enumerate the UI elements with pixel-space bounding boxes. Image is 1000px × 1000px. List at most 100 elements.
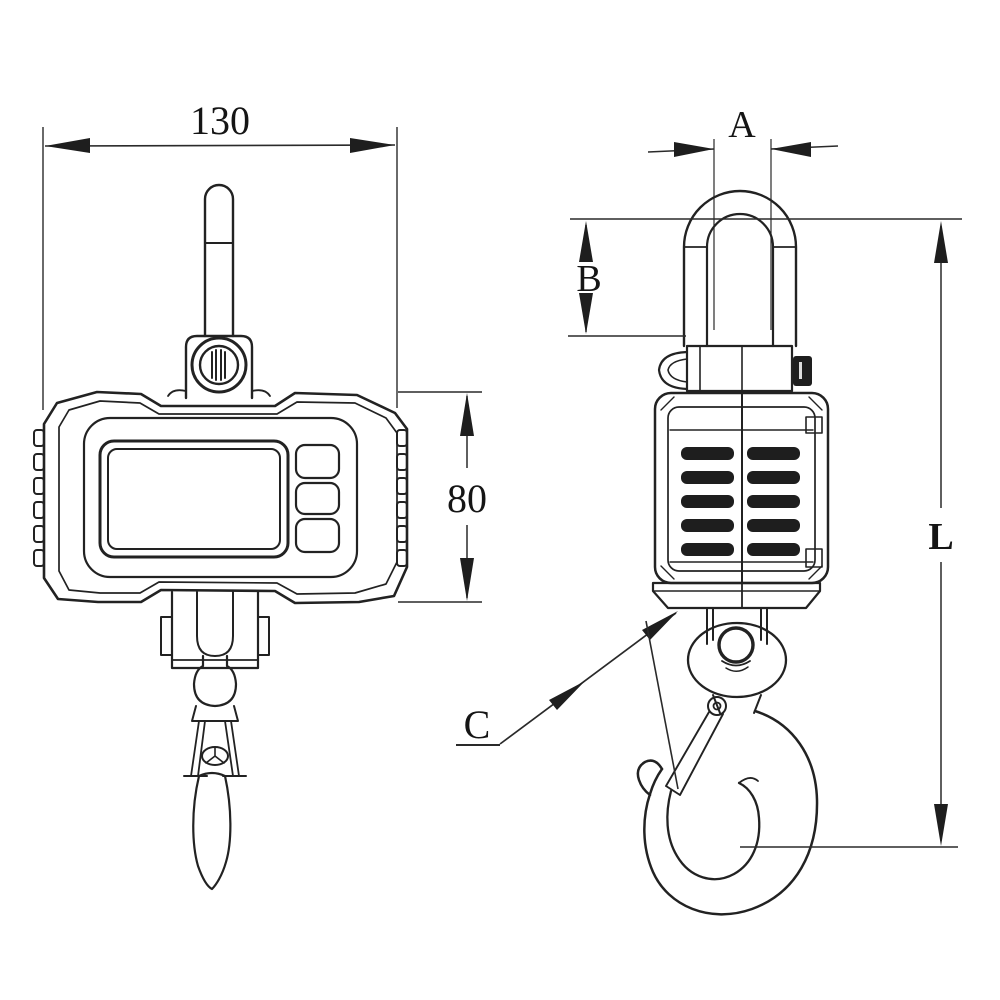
front-clevis-tab-left <box>160 616 173 656</box>
grip-notch <box>33 525 45 543</box>
side-latch <box>665 696 727 796</box>
vent-slot <box>747 447 800 460</box>
side-view: A B <box>456 104 962 916</box>
vent-slot <box>747 471 800 484</box>
side-pin-nut <box>793 356 812 386</box>
dim-L-arrow-bottom <box>934 804 948 846</box>
dim-L: L <box>740 221 958 848</box>
front-view: 130 <box>33 98 487 891</box>
grip-notch <box>396 429 408 447</box>
front-pin-head-knurl <box>211 349 226 381</box>
vent-slot <box>681 543 734 556</box>
vent-slot <box>681 447 734 460</box>
grip-notch <box>396 453 408 471</box>
side-body-clip-bottom <box>805 548 823 568</box>
front-grip-right <box>396 429 408 567</box>
latch-pivot-outer <box>707 696 727 716</box>
dim-A-arrow-left <box>674 142 714 157</box>
dim-80-label: 80 <box>447 476 487 521</box>
side-plate-outline <box>651 581 822 610</box>
front-pin-head-outer <box>190 336 248 394</box>
hook-bill-tip <box>636 759 664 797</box>
side-pin <box>657 344 812 393</box>
dim-80-arrow-bottom <box>460 558 474 601</box>
front-clevis-tab-right <box>257 616 270 656</box>
hook-inner-curl <box>738 777 759 784</box>
front-hook-collar <box>191 705 239 722</box>
vent-slot <box>681 519 734 532</box>
latch-arm <box>665 711 724 796</box>
grip-notch <box>33 429 45 447</box>
grip-notch <box>396 549 408 567</box>
vent-slot <box>681 471 734 484</box>
dim-A-label: A <box>728 104 756 146</box>
side-pin-cap-left <box>657 350 689 391</box>
dim-B: B <box>568 218 962 337</box>
side-shackle-inner <box>705 212 775 348</box>
latch-pivot-inner <box>712 701 722 711</box>
front-hook <box>160 590 270 891</box>
grip-notch <box>33 549 45 567</box>
side-body <box>653 391 830 585</box>
vent-slot <box>747 519 800 532</box>
lcd-screen <box>107 448 281 550</box>
lcd-bezel <box>98 439 290 559</box>
dim-130-label: 130 <box>190 98 250 143</box>
front-body-outline <box>42 390 409 605</box>
front-pin-mount <box>167 334 271 400</box>
grip-notch <box>33 477 45 495</box>
side-pin-nut-slot <box>799 362 802 379</box>
side-body-clip-top <box>805 416 823 434</box>
side-body-vents <box>681 447 800 556</box>
dim-L-label: L <box>928 516 953 558</box>
front-latch-left <box>190 720 206 777</box>
grip-notch <box>33 453 45 471</box>
dim-B-arrow-top <box>579 221 593 262</box>
front-latch-right <box>224 720 240 777</box>
front-clevis-opening <box>196 591 234 657</box>
dim-80-arrow-top <box>460 393 474 436</box>
button-2 <box>294 481 341 516</box>
swivel-shank <box>706 607 768 645</box>
dim-A-arrow-right <box>771 142 811 157</box>
dim-C-arrow-mid <box>549 681 585 710</box>
swivel-eye-outer <box>686 621 788 699</box>
vent-slot <box>681 495 734 508</box>
side-swivel <box>686 607 788 714</box>
dim-L-arrow-top <box>934 221 948 263</box>
side-shackle <box>682 189 798 348</box>
side-plate <box>651 581 822 610</box>
side-pin-seams <box>699 345 743 392</box>
vent-slot <box>747 543 800 556</box>
dim-130-line <box>44 144 396 147</box>
dim-B-label: B <box>576 258 601 300</box>
dim-C-cross-line <box>645 620 679 790</box>
front-dim-80: 80 <box>398 391 487 603</box>
grip-notch <box>396 477 408 495</box>
dim-C-label: C <box>464 702 491 747</box>
side-hook <box>636 709 819 916</box>
grip-notch <box>396 525 408 543</box>
front-mount-block <box>184 334 254 400</box>
side-shackle-outer <box>682 189 798 348</box>
front-dim-130: 130 <box>42 98 398 410</box>
side-pin-cap-inner <box>667 358 688 383</box>
side-body-band-lines <box>669 429 814 563</box>
front-face-plate <box>82 416 359 579</box>
front-mount-ear-right <box>251 389 271 397</box>
dim-130-arrow-left <box>45 138 90 153</box>
front-hook-neck <box>192 654 238 708</box>
hook-inner-curve <box>666 781 761 881</box>
button-1 <box>294 443 341 480</box>
front-lcd <box>98 439 290 559</box>
dim-A: A <box>647 104 839 330</box>
vent-slot <box>747 495 800 508</box>
front-latch-cap-lines <box>205 746 225 764</box>
front-body <box>33 390 409 605</box>
front-hook-bill <box>192 771 232 891</box>
front-buttons <box>294 443 341 554</box>
hook-outer-curve <box>643 709 819 916</box>
swivel-eye-hole <box>717 626 755 664</box>
